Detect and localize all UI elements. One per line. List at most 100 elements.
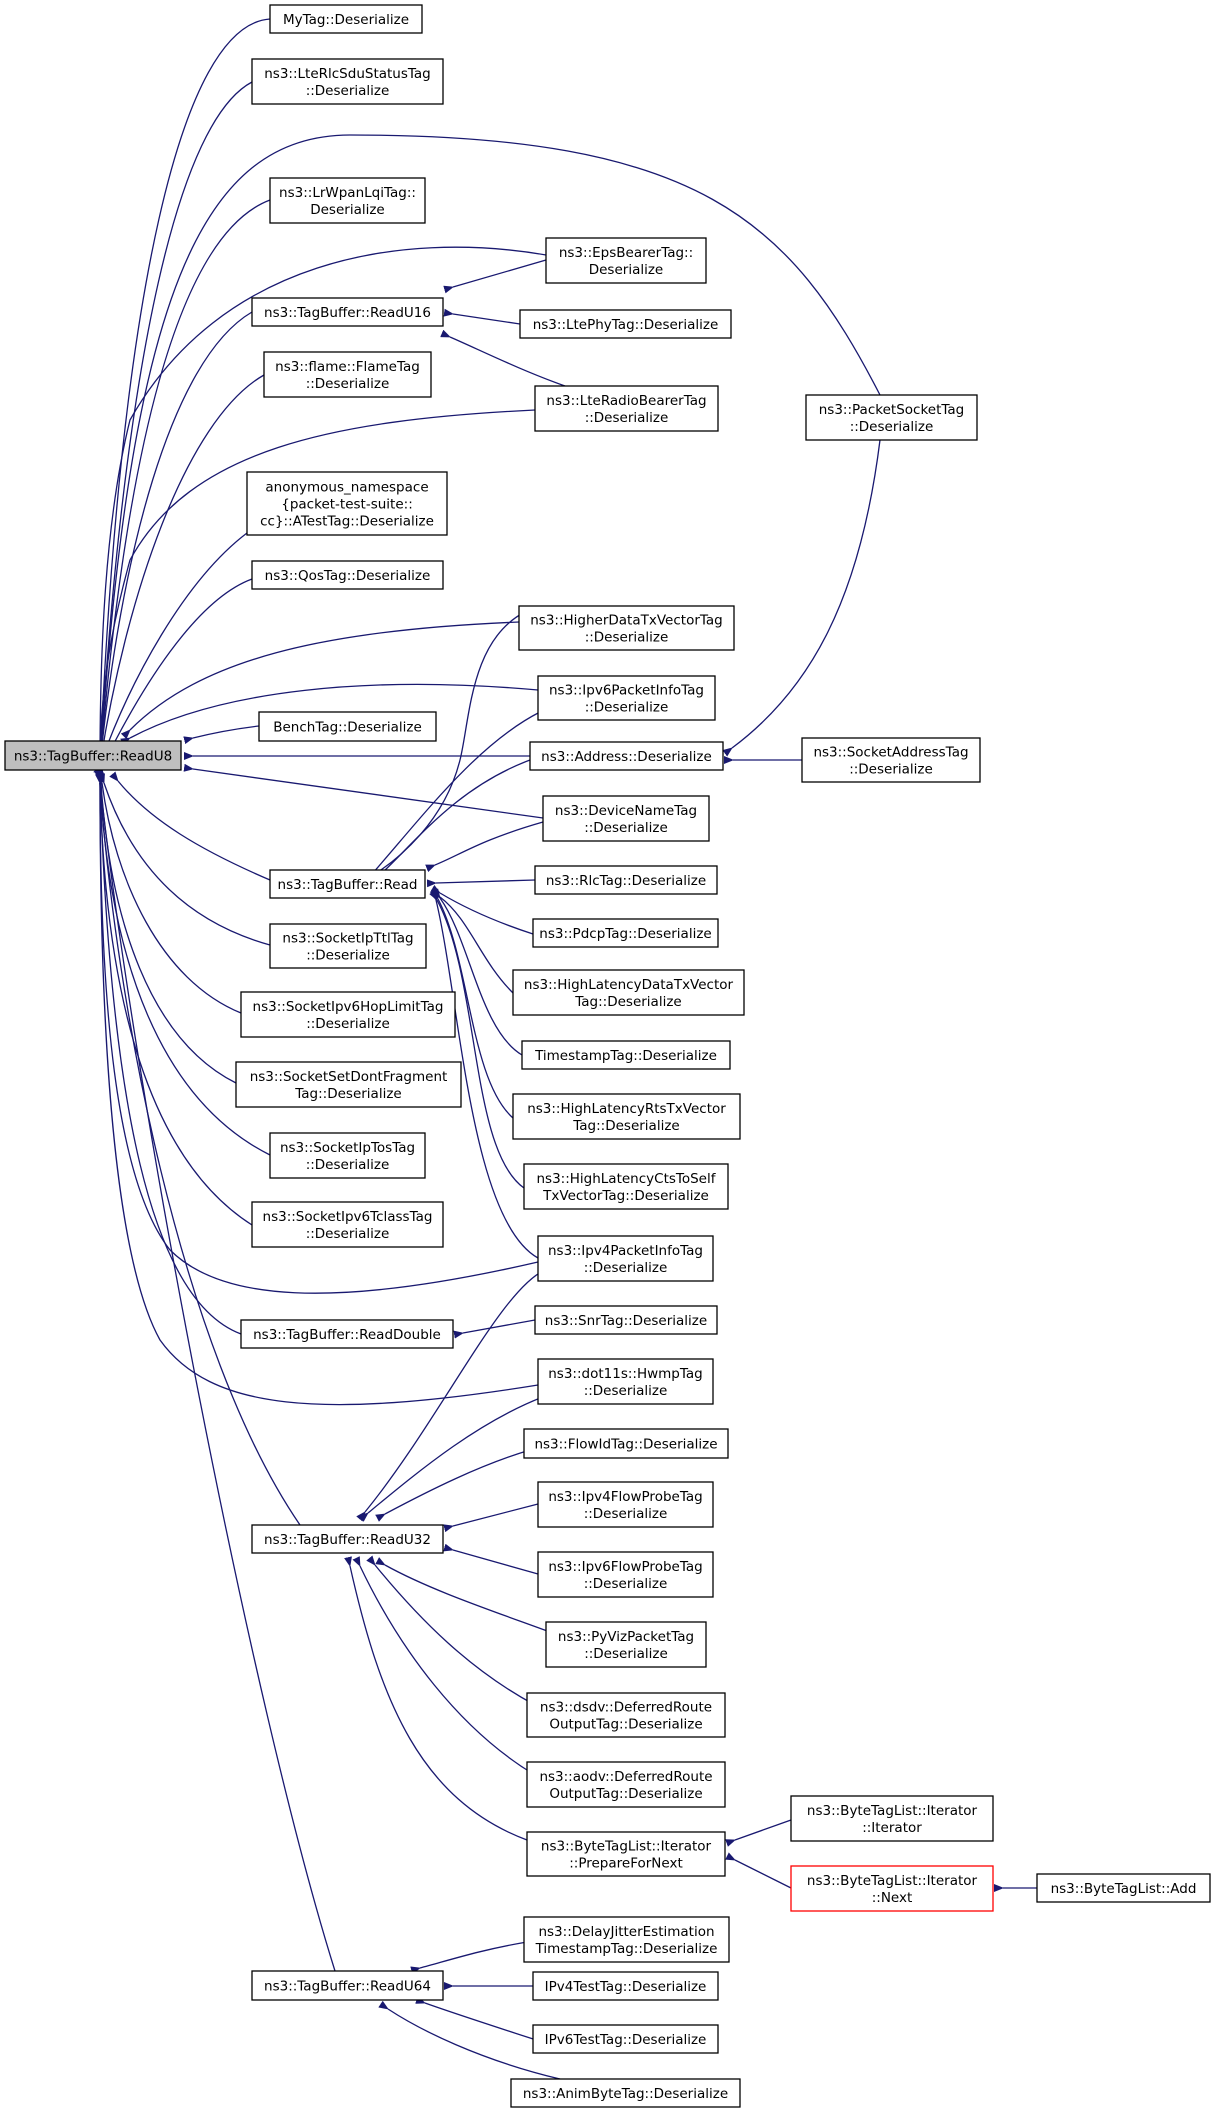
node-box [537, 1235, 714, 1282]
edge-readdouble-readu8 [95, 773, 242, 1335]
node-label: OutputTag::Deserialize [549, 1717, 702, 1733]
node-label: cc}::ATestTag::Deserialize [260, 514, 434, 530]
node-animbyte[interactable]: ns3::AnimByteTag::Deserialize [510, 2078, 741, 2108]
edge-ipv4pktinfo-read [430, 890, 539, 1259]
node-ipttl[interactable]: ns3::SocketIpTtlTag::Deserialize [269, 923, 427, 969]
node-ipv4flowprobe[interactable]: ns3::Ipv4FlowProbeTag::Deserialize [537, 1481, 714, 1528]
edge-read-readu8 [109, 771, 271, 881]
edge-lteradio-readu16 [440, 329, 566, 387]
node-label: ns3::HighLatencyCtsToSelf [536, 1171, 716, 1187]
node-ipv4pktinfo[interactable]: ns3::Ipv4PacketInfoTag::Deserialize [537, 1235, 714, 1282]
node-box [542, 795, 710, 842]
node-readu8[interactable]: ns3::TagBuffer::ReadU8 [4, 740, 182, 771]
node-readu16[interactable]: ns3::TagBuffer::ReadU16 [251, 297, 444, 327]
node-label: ns3::QosTag::Deserialize [265, 568, 431, 584]
node-box [246, 471, 448, 536]
node-box [240, 1319, 454, 1349]
node-mytag[interactable]: MyTag::Deserialize [269, 4, 423, 34]
node-label: ::Iterator [862, 1820, 922, 1836]
edge-ipv4pktinfo-readu8 [95, 773, 539, 1294]
edge-hwmp-readu8 [95, 773, 539, 1406]
node-ipv4test[interactable]: IPv4TestTag::Deserialize [532, 1971, 719, 2001]
node-highlatcts[interactable]: ns3::HighLatencyCtsToSelfTxVectorTag::De… [523, 1163, 729, 1210]
node-label: ::Deserialize [306, 1226, 390, 1242]
node-readu32[interactable]: ns3::TagBuffer::ReadU32 [251, 1524, 444, 1554]
node-box [251, 297, 444, 327]
node-delayjitter[interactable]: ns3::DelayJitterEstimationTimestampTag::… [523, 1916, 730, 1963]
node-box [512, 969, 745, 1016]
node-box [534, 865, 718, 895]
node-aodv[interactable]: ns3::aodv::DeferredRouteOutputTag::Deser… [526, 1761, 726, 1808]
node-box [251, 1970, 444, 2001]
node-timestamp[interactable]: TimestampTag::Deserialize [521, 1040, 731, 1070]
node-lterlcsdu[interactable]: ns3::LteRlcSduStatusTag::Deserialize [251, 58, 444, 105]
node-box [805, 394, 978, 441]
node-ipv6tclass[interactable]: ns3::SocketIpv6TclassTag::Deserialize [251, 1201, 444, 1248]
node-label: ns3::Ipv4PacketInfoTag [548, 1243, 703, 1259]
node-next[interactable]: ns3::ByteTagList::Iterator::Next [790, 1865, 994, 1912]
node-label: Tag::Deserialize [572, 1118, 679, 1134]
node-hwmp[interactable]: ns3::dot11s::HwmpTag::Deserialize [537, 1358, 714, 1405]
node-label: ns3::TagBuffer::ReadU64 [264, 1979, 431, 1995]
edge-packetsocket-address [722, 439, 881, 757]
edge-lteradio-readu8 [95, 409, 536, 775]
node-label: ns3::ByteTagList::Iterator [541, 1839, 712, 1855]
node-packetsocket[interactable]: ns3::PacketSocketTag::Deserialize [805, 394, 978, 441]
node-ipv6hop[interactable]: ns3::SocketIpv6HopLimitTag::Deserialize [240, 991, 456, 1038]
node-label: ::Next [872, 1890, 913, 1906]
node-label: ns3::AnimByteTag::Deserialize [523, 2086, 728, 2102]
node-label: ::Deserialize [306, 1157, 390, 1173]
node-highlatrts[interactable]: ns3::HighLatencyRtsTxVectorTag::Deserial… [512, 1093, 741, 1140]
node-label: Deserialize [589, 262, 664, 278]
nodes-layer: ns3::TagBuffer::ReadU8 MyTag::Deserialize… [4, 4, 1211, 2108]
edge-ipv4pktinfo-readu32 [356, 1269, 546, 1522]
node-ipv6pktinfo[interactable]: ns3::Ipv6PacketInfoTag::Deserialize [537, 675, 716, 721]
node-label: ns3::TagBuffer::ReadU16 [264, 305, 431, 321]
node-box [526, 1831, 726, 1877]
node-lrwpan[interactable]: ns3::LrWpanLqiTag::Deserialize [269, 177, 426, 224]
node-label: TimestampTag::Deserialize [535, 1941, 718, 1957]
node-highlatdata[interactable]: ns3::HighLatencyDataTxVectorTag::Deseria… [512, 969, 745, 1016]
node-preparefornext[interactable]: ns3::ByteTagList::Iterator::PrepareForNe… [526, 1831, 726, 1877]
node-ltephy[interactable]: ns3::LtePhyTag::Deserialize [519, 309, 732, 339]
node-rlctag[interactable]: ns3::RlcTag::Deserialize [534, 865, 718, 895]
node-box [523, 1163, 729, 1210]
node-pdcptag[interactable]: ns3::PdcpTag::Deserialize [532, 918, 719, 948]
edge-flame-readu8 [94, 374, 265, 775]
node-flowid[interactable]: ns3::FlowIdTag::Deserialize [523, 1428, 729, 1459]
edge-readu16-readu8 [95, 311, 253, 775]
node-box [269, 177, 426, 224]
node-snrtag[interactable]: ns3::SnrTag::Deserialize [534, 1305, 718, 1335]
node-label: ::Deserialize [306, 948, 390, 964]
node-iptos[interactable]: ns3::SocketIpTosTag::Deserialize [269, 1132, 426, 1179]
node-bench[interactable]: BenchTag::Deserialize [258, 711, 437, 742]
edge-higherdata-readu8 [120, 621, 520, 740]
edge-address-read [360, 759, 531, 893]
node-label: ns3::LteRlcSduStatusTag [264, 66, 431, 82]
edge-readu32-readu8 [95, 773, 301, 1526]
node-higherdata[interactable]: ns3::HigherDataTxVectorTag::Deserialize [518, 605, 735, 651]
node-pyviz[interactable]: ns3::PyVizPacketTag::Deserialize [545, 1621, 707, 1668]
node-dsdv[interactable]: ns3::dsdv::DeferredRouteOutputTag::Deser… [526, 1692, 726, 1738]
node-box [519, 309, 732, 339]
node-iterator[interactable]: ns3::ByteTagList::Iterator::Iterator [790, 1795, 994, 1842]
node-epsbearer[interactable]: ns3::EpsBearerTag::Deserialize [545, 237, 707, 284]
node-dontfrag[interactable]: ns3::SocketSetDontFragmentTag::Deseriali… [235, 1061, 462, 1108]
node-flame[interactable]: ns3::flame::FlameTag::Deserialize [263, 351, 432, 398]
node-box [235, 1061, 462, 1108]
node-ipv6test[interactable]: IPv6TestTag::Deserialize [532, 2024, 719, 2054]
edge-rlctag-read [426, 879, 536, 888]
node-lteradio[interactable]: ns3::LteRadioBearerTag::Deserialize [534, 385, 719, 432]
node-read[interactable]: ns3::TagBuffer::Read [269, 869, 426, 899]
node-ipv6flowprobe[interactable]: ns3::Ipv6FlowProbeTag::Deserialize [537, 1551, 714, 1598]
node-label: {packet-test-suite:: [281, 497, 413, 513]
node-readu64[interactable]: ns3::TagBuffer::ReadU64 [251, 1970, 444, 2001]
node-add[interactable]: ns3::ByteTagList::Add [1036, 1873, 1211, 1903]
node-anon[interactable]: anonymous_namespace{packet-test-suite::c… [246, 471, 448, 536]
node-socketaddress[interactable]: ns3::SocketAddressTag::Deserialize [801, 737, 981, 783]
node-address[interactable]: ns3::Address::Deserialize [529, 741, 724, 771]
node-box [269, 1132, 426, 1179]
node-devname[interactable]: ns3::DeviceNameTag::Deserialize [542, 795, 710, 842]
node-qos[interactable]: ns3::QosTag::Deserialize [251, 560, 444, 590]
node-readdouble[interactable]: ns3::TagBuffer::ReadDouble [240, 1319, 454, 1349]
